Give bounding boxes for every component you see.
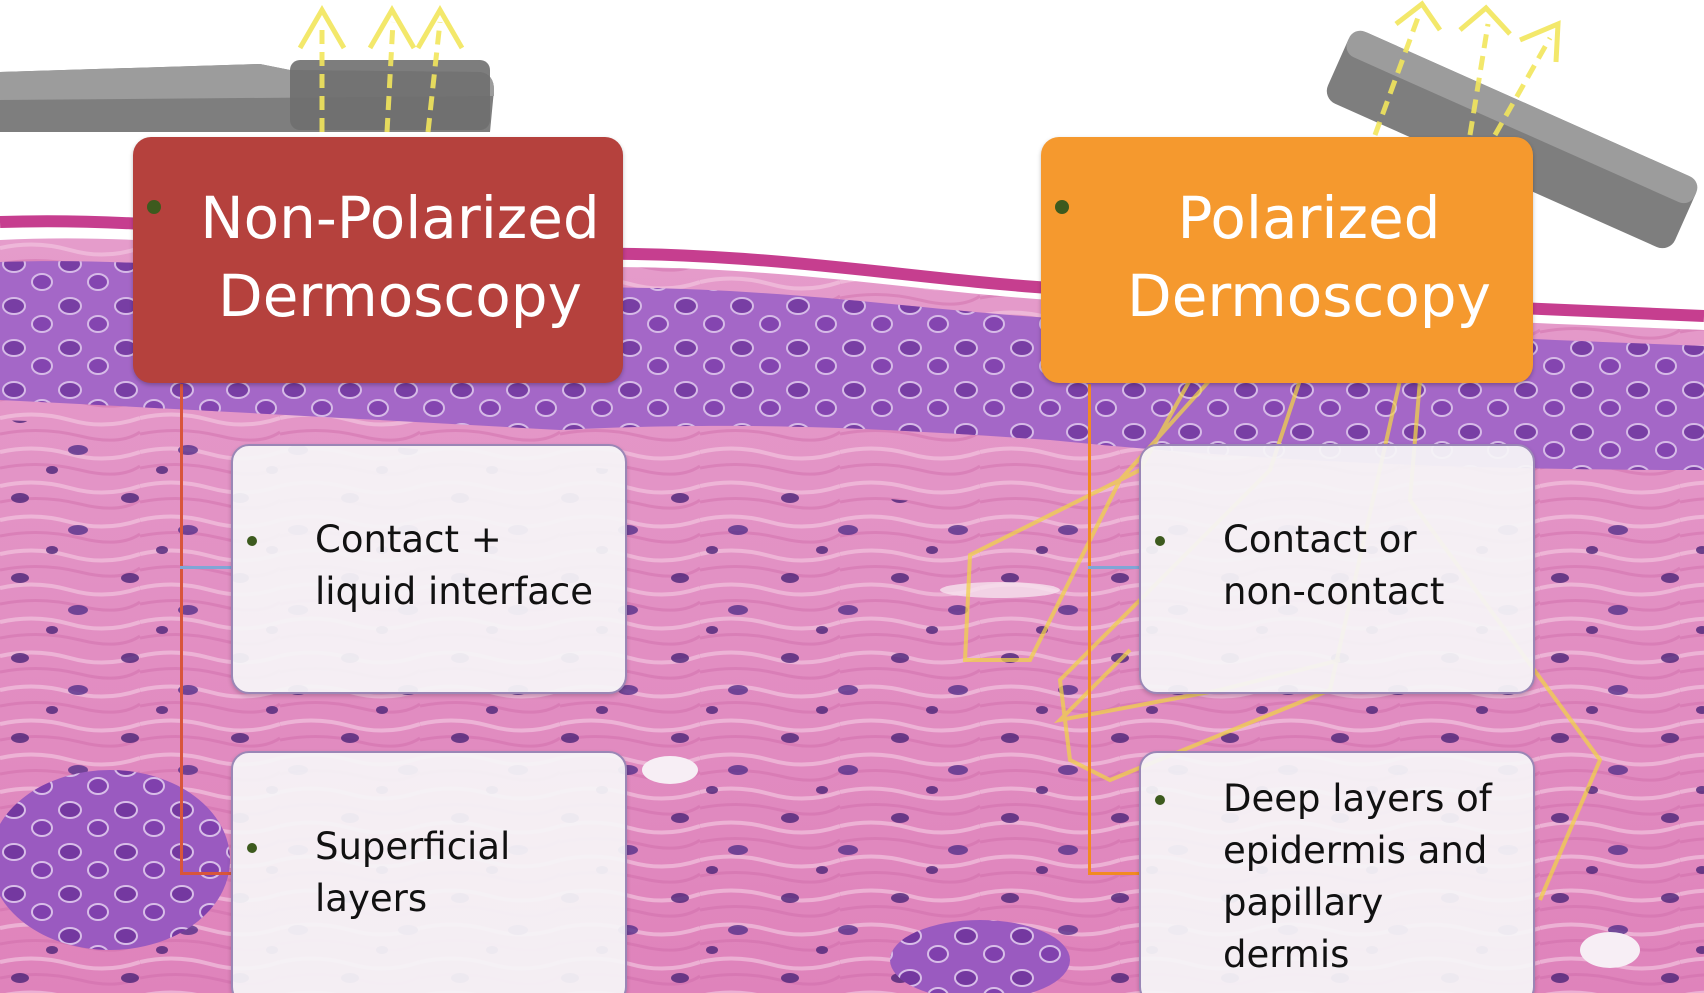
item-text: Superficial layers [315,825,511,920]
non-polarized-item-contact: Contact + liquid interface [231,444,627,694]
header-bullet [147,200,161,214]
item-bullet [1155,795,1165,805]
item-bullet [1155,536,1165,546]
header-bullet [1055,200,1069,214]
item-bullet [247,843,257,853]
right-connector-branch-1 [1088,566,1140,569]
right-connector-vertical [1088,384,1091,874]
left-connector-branch-2 [180,872,232,875]
right-connector-branch-2 [1088,872,1140,875]
non-polarized-item-layers: Superficial layers [231,751,627,993]
polarized-item-contact: Contact or non-contact [1139,444,1535,694]
item-text: Deep layers of epidermis and papillary d… [1223,777,1492,976]
left-connector-vertical [180,384,183,874]
polarized-header: Polarized Dermoscopy [1041,137,1533,383]
item-text: Contact + liquid interface [315,518,594,613]
item-bullet [247,536,257,546]
polarized-title: Polarized Dermoscopy [1127,184,1491,330]
left-connector-branch-1 [180,566,232,569]
polarized-item-layers: Deep layers of epidermis and papillary d… [1139,751,1535,993]
item-text: Contact or non-contact [1223,518,1445,613]
non-polarized-title: Non-Polarized Dermoscopy [200,184,600,330]
non-polarized-header: Non-Polarized Dermoscopy [133,137,623,383]
